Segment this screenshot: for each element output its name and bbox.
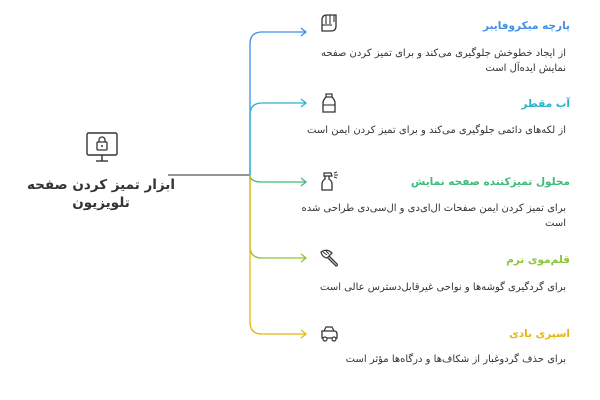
branch-line-1 [249,31,305,175]
center-title: ابزار تمیز کردن صفحه تلویزیون [27,177,175,211]
air-duster-icon [321,326,338,342]
item-3-title: محلول تمیزکننده صفحه نمایش [410,176,570,188]
branch-line-5 [249,175,305,335]
branch-line-3 [249,174,305,183]
branch-line-4 [249,175,305,259]
branch-line-2 [249,102,305,175]
item-3-desc: برای تمیز کردن ایمن صفحات ال‌ای‌دی و ال‌… [301,203,566,229]
brush-icon [320,249,338,267]
tv-lock-icon [86,132,118,162]
item-1-title: پارچه میکروفایبر [482,20,570,32]
item-2-desc: از لکه‌های دائمی جلوگیری می‌کند و برای ت… [307,125,566,136]
item-5-title: اسپری بادی [509,328,570,340]
item-2-title: آب مقطر [521,98,570,110]
item-4-title: قلم‌موی نرم [506,254,570,266]
item-4-desc: برای گردگیری گوشه‌ها و نواحی غیرقابل‌دست… [320,282,566,293]
cloth-icon [321,14,337,32]
water-bottle-icon [322,93,336,113]
spray-bottle-icon [321,171,338,191]
item-5-desc: برای حذف گردوغبار از شکاف‌ها و درگاه‌ها … [345,354,566,365]
item-1-desc: از ایجاد خطوخش جلوگیری می‌کند و برای تمی… [321,48,566,74]
